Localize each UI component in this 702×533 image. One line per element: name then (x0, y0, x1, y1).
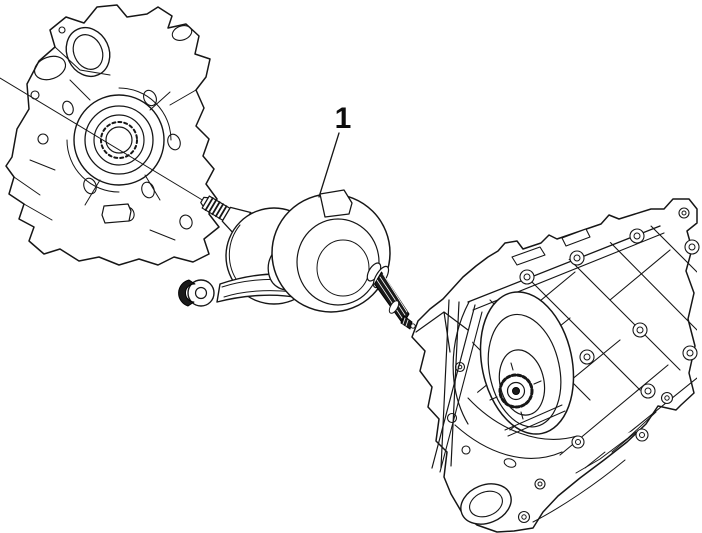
rod-small-end (187, 279, 215, 307)
shaft-thread-tip (400, 315, 413, 330)
mount-bobbin (33, 55, 67, 81)
callout-1: 1 (318, 102, 352, 198)
crank-splined-shaft (366, 262, 416, 330)
crank-web-right (271, 189, 391, 313)
perimeter-bolt-holes (503, 207, 690, 524)
bolt-holes (30, 26, 193, 230)
callout-leader-line (318, 132, 340, 198)
sump-detail (452, 301, 657, 523)
cylinder-opening (65, 26, 111, 78)
clutch-bore (479, 291, 575, 435)
crankcase-half-right (411, 198, 700, 533)
piston-pin-cap (178, 279, 196, 307)
callout-label: 1 (335, 102, 352, 135)
main-bearing-boss (66, 87, 172, 193)
assembly-axis-line (0, 77, 205, 202)
mount-bracket (415, 299, 512, 525)
case-ribs (13, 46, 197, 241)
rib-bosses (519, 228, 700, 399)
crankshaft-assembly (178, 189, 416, 330)
crankcase-half-left (5, 4, 220, 266)
